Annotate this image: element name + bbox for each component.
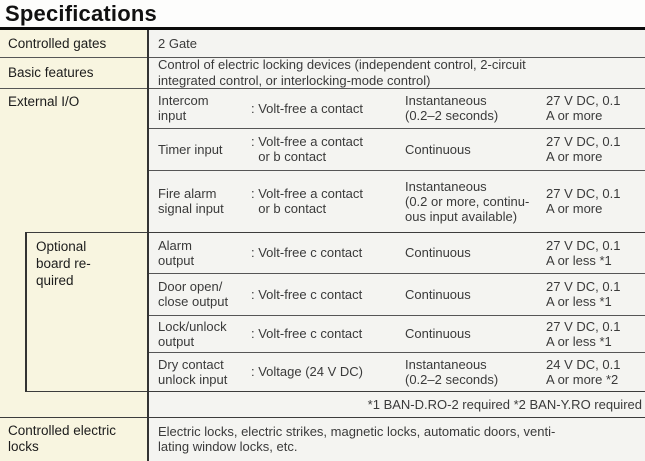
grid-line bbox=[0, 417, 645, 418]
table-row-intercom-input: Intercom input : Volt-free a contact Ins… bbox=[148, 88, 645, 128]
table-row-dry-contact-unlock-input: Dry contact unlock input : Voltage (24 V… bbox=[148, 352, 645, 391]
io-rating: 24 V DC, 0.1 A or more *2 bbox=[546, 356, 621, 387]
io-input-name: Door open/ close output bbox=[158, 279, 229, 309]
io-contact-type: : Voltage (24 V DC) bbox=[251, 364, 363, 379]
table-row-timer-input: Timer input : Volt-free a contact or b c… bbox=[148, 128, 645, 170]
io-timing: Instantaneous (0.2–2 seconds) bbox=[405, 356, 499, 387]
row-value: Electric locks, electric strikes, magnet… bbox=[158, 423, 556, 455]
content-column-background bbox=[148, 30, 645, 461]
grid-line bbox=[0, 57, 645, 58]
io-rating: 27 V DC, 0.1 A or more bbox=[546, 93, 621, 123]
row-controlled-gates: Controlled gates 2 Gate bbox=[0, 31, 645, 57]
io-input-name: Lock/unlock output bbox=[158, 318, 227, 349]
grid-line bbox=[25, 391, 645, 392]
io-rating: 27 V DC, 0.1 A or less *1 bbox=[546, 237, 621, 268]
io-timing: Continuous bbox=[405, 141, 471, 157]
grid-line bbox=[148, 128, 645, 129]
table-row-lock-unlock-output: Lock/unlock output : Volt-free c contact… bbox=[148, 315, 645, 352]
row-label: Controlled electric locks bbox=[8, 423, 117, 454]
io-timing: Continuous bbox=[405, 326, 471, 341]
row-value: 2 Gate bbox=[158, 36, 198, 52]
io-rating: 27 V DC, 0.1 A or more bbox=[546, 134, 621, 164]
grid-line bbox=[25, 232, 645, 233]
io-input-name: Dry contact unlock input bbox=[158, 356, 228, 387]
column-divider bbox=[147, 30, 149, 461]
io-timing: Instantaneous (0.2–2 seconds) bbox=[405, 93, 499, 123]
io-contact-type: : Volt-free a contact or b contact bbox=[251, 134, 364, 164]
io-timing: Instantaneous (0.2 or more, continu- ous… bbox=[405, 178, 530, 224]
io-contact-type: : Volt-free c contact bbox=[251, 245, 363, 260]
grid-line bbox=[148, 273, 645, 274]
io-input-name: Timer input bbox=[158, 141, 223, 157]
io-input-name: Fire alarm signal input bbox=[158, 186, 224, 216]
io-rating: 27 V DC, 0.1 A or more bbox=[546, 186, 621, 216]
title-rule bbox=[0, 27, 645, 30]
io-contact-type: : Volt-free a contact or b contact bbox=[251, 186, 364, 216]
table-row-alarm-output: Alarm output : Volt-free c contact Conti… bbox=[148, 232, 645, 273]
io-timing: Continuous bbox=[405, 245, 471, 260]
grid-line bbox=[148, 315, 645, 316]
io-contact-type: : Volt-free c contact bbox=[251, 326, 363, 341]
io-contact-type: : Volt-free a contact bbox=[251, 100, 364, 116]
table-row-door-open-close-output: Door open/ close output : Volt-free c co… bbox=[148, 273, 645, 315]
io-contact-type: : Volt-free c contact bbox=[251, 286, 363, 302]
page-title: Specifications bbox=[5, 1, 157, 26]
io-rating: 27 V DC, 0.1 A or less *1 bbox=[546, 279, 621, 309]
io-input-name: Alarm output bbox=[158, 237, 195, 268]
grid-line bbox=[0, 88, 645, 89]
grid-line bbox=[148, 170, 645, 171]
table-row-fire-alarm-input: Fire alarm signal input : Volt-free a co… bbox=[148, 170, 645, 232]
footnote: *1 BAN-D.RO-2 required *2 BAN-Y.RO requi… bbox=[367, 396, 642, 412]
grid-line bbox=[148, 352, 645, 353]
io-timing: Continuous bbox=[405, 286, 471, 302]
label-column-background bbox=[0, 30, 148, 461]
io-input-name: Intercom input bbox=[158, 93, 209, 123]
optional-board-box-border bbox=[25, 232, 27, 392]
row-basic-features: Basic features Control of electric locki… bbox=[0, 57, 645, 88]
row-controlled-electric-locks: Controlled electric locks Electric locks… bbox=[0, 417, 645, 461]
row-label: Basic features bbox=[8, 64, 94, 80]
io-rating: 27 V DC, 0.1 A or less *1 bbox=[546, 318, 621, 349]
row-value: Control of electric locking devices (ind… bbox=[158, 57, 526, 88]
row-label: Controlled gates bbox=[8, 36, 107, 51]
row-label-external-io: External I/O bbox=[8, 94, 80, 109]
row-label-optional-board: Optional board re- quired bbox=[36, 239, 91, 288]
